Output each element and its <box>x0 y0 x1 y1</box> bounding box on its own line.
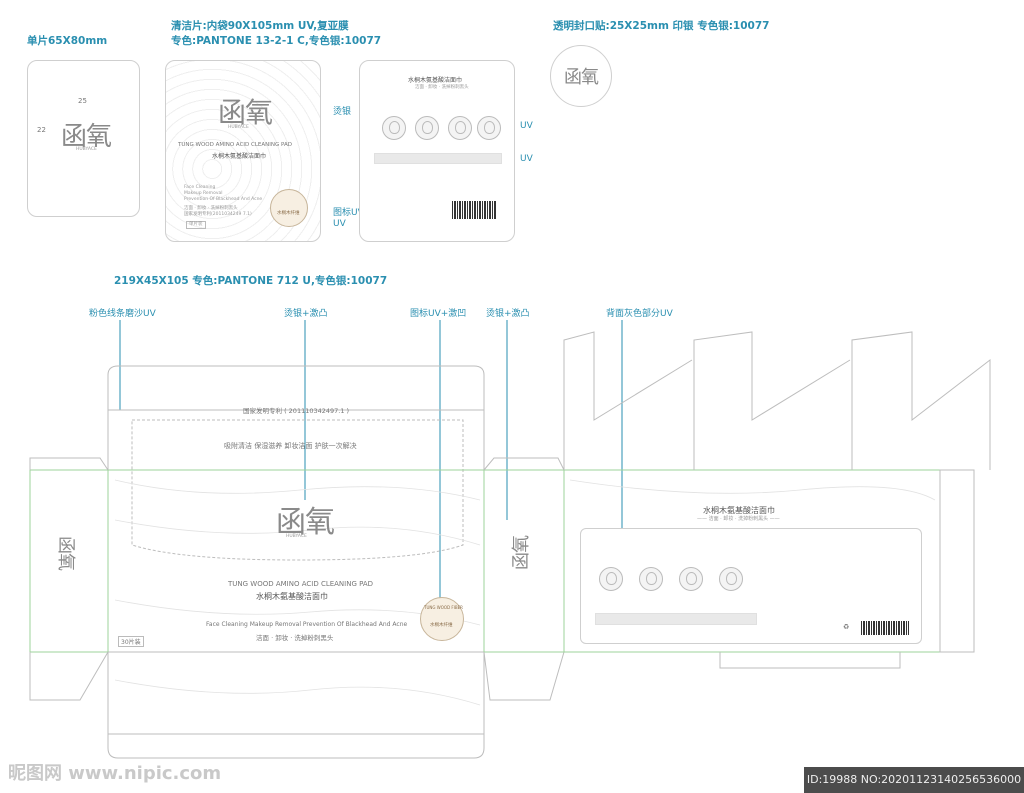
box-count: 30片装 <box>118 636 144 647</box>
box-name-cn: 水桐木氨基酸洁面巾 <box>256 592 328 601</box>
box-seal: TUNG WOOD FIBER 水桐木纤维 <box>420 597 464 641</box>
box-tagline: 吸附清洁 保湿滋养 卸妆洁面 护肤一次解决 <box>224 442 357 450</box>
back-title: 水桐木氨基酸洁面巾 <box>408 77 463 84</box>
box-spec: 219X45X105 专色:PANTONE 712 U,专色银:10077 <box>114 275 388 287</box>
pouch-logo-sub: HUBYACE <box>228 125 249 130</box>
back-face-4 <box>719 567 743 591</box>
pouch-seal-text: 水桐木纤维 <box>277 211 300 216</box>
pad-spec-line2: 专色:PANTONE 13-2-1 C,专色银:10077 <box>171 35 382 47</box>
box-benefits-en: Face Cleaning Makeup Removal Prevention … <box>206 621 408 628</box>
dim-width: 25 <box>78 97 87 105</box>
callout-pouch-seal: 图标UV <box>333 208 364 218</box>
box-benefits-cn: 洁面 · 卸妆 · 洗掉粉刺黑头 <box>256 634 334 642</box>
pouch-front: 函氧 HUBYACE TUNG WOOD AMINO ACID CLEANING… <box>165 60 321 242</box>
back-info-band <box>374 153 502 164</box>
side-logo-right: 函氧 <box>511 536 532 570</box>
pouch-benefit-2: Makeup Removal <box>184 191 223 196</box>
callout-box-seal: 图标UV+激凹 <box>410 309 467 319</box>
pouch-benefit-1: Face Cleaning <box>184 185 216 190</box>
pouch-benefit-3: Prevention Of Blackhead And Acne <box>184 197 263 202</box>
face-step-1 <box>382 116 406 140</box>
callout-pouch-uv: UV <box>333 219 346 229</box>
box-name-en: TUNG WOOD AMINO ACID CLEANING PAD <box>228 580 374 588</box>
face-step-4 <box>477 116 501 140</box>
callout-box-foil1: 烫银+激凸 <box>284 309 328 319</box>
card-logo-sub: HUBYACE <box>76 147 97 152</box>
box-logo-sub: HUBYACE <box>286 534 307 539</box>
watermark: 昵图网 www.nipic.com <box>8 763 222 784</box>
box-seal-mid: 水桐木纤维 <box>430 623 453 628</box>
side-logo-left: 函氧 <box>55 536 76 570</box>
box-barcode <box>861 621 909 635</box>
callout-box-foil2: 烫银+激凸 <box>486 309 530 319</box>
face-step-3 <box>448 116 472 140</box>
box-back-title: 水桐木氨基酸洁面巾 <box>703 506 775 515</box>
callout-back-uv1: UV <box>520 121 533 131</box>
box-logo: 函氧 <box>276 505 335 540</box>
back-gray-band <box>595 613 757 625</box>
back-face-2 <box>639 567 663 591</box>
callout-box-back: 背面灰色部分UV <box>606 309 673 319</box>
pouch-patent: 国家发明专利(2011034249 7.1) <box>184 212 252 217</box>
box-recycle-icon: ♻ <box>843 623 850 631</box>
pouch-back: 水桐木氨基酸洁面巾 洁面 · 卸妆 · 洗掉粉刺黑头 <box>359 60 515 242</box>
card-logo: 函氧 <box>61 122 112 152</box>
dim-height: 22 <box>37 126 46 134</box>
pouch-barcode <box>452 201 496 219</box>
pouch-name-cn: 水桐木氨基酸洁面巾 <box>212 153 267 160</box>
face-step-2 <box>415 116 439 140</box>
pad-spec-line1: 清洁片:内袋90X105mm UV,复亚膜 <box>171 20 349 32</box>
pouch-benefits-cn: 洁面 · 卸妆 · 洗掉粉刺黑头 <box>184 206 238 211</box>
image-id: ID:19988 NO:20201123140256536000 <box>804 767 1024 793</box>
pouch-logo: 函氧 <box>218 96 273 129</box>
callout-pouch-foil: 烫银 <box>333 107 352 117</box>
callout-box-pink: 粉色线条磨沙UV <box>89 309 156 319</box>
sealing-sticker: 函氧 <box>550 45 612 107</box>
box-patent: 国家发明专利 ( 201110342497.1 ) <box>243 407 350 415</box>
single-card: 25 22 函氧 HUBYACE <box>27 60 140 217</box>
sticker-spec: 透明封口贴:25X25mm 印银 专色银:10077 <box>553 20 770 32</box>
box-seal-top: TUNG WOOD FIBER <box>424 605 463 610</box>
pouch-name-en: TUNG WOOD AMINO ACID CLEANING PAD <box>178 142 292 148</box>
sticker-logo: 函氧 <box>564 67 599 88</box>
pouch-count: 单片装 <box>186 221 206 229</box>
back-face-3 <box>679 567 703 591</box>
box-back-subtitle: —— 洁面 · 卸妆 · 洗掉粉刺黑头 —— <box>697 516 780 522</box>
card-spec: 单片65X80mm <box>27 35 108 47</box>
back-subtitle: 洁面 · 卸妆 · 洗掉粉刺黑头 <box>415 85 469 90</box>
callout-back-uv2: UV <box>520 154 533 164</box>
back-face-1 <box>599 567 623 591</box>
pouch-seal: 水桐木纤维 <box>270 189 308 227</box>
box-back-panel: ♻ <box>580 528 922 644</box>
